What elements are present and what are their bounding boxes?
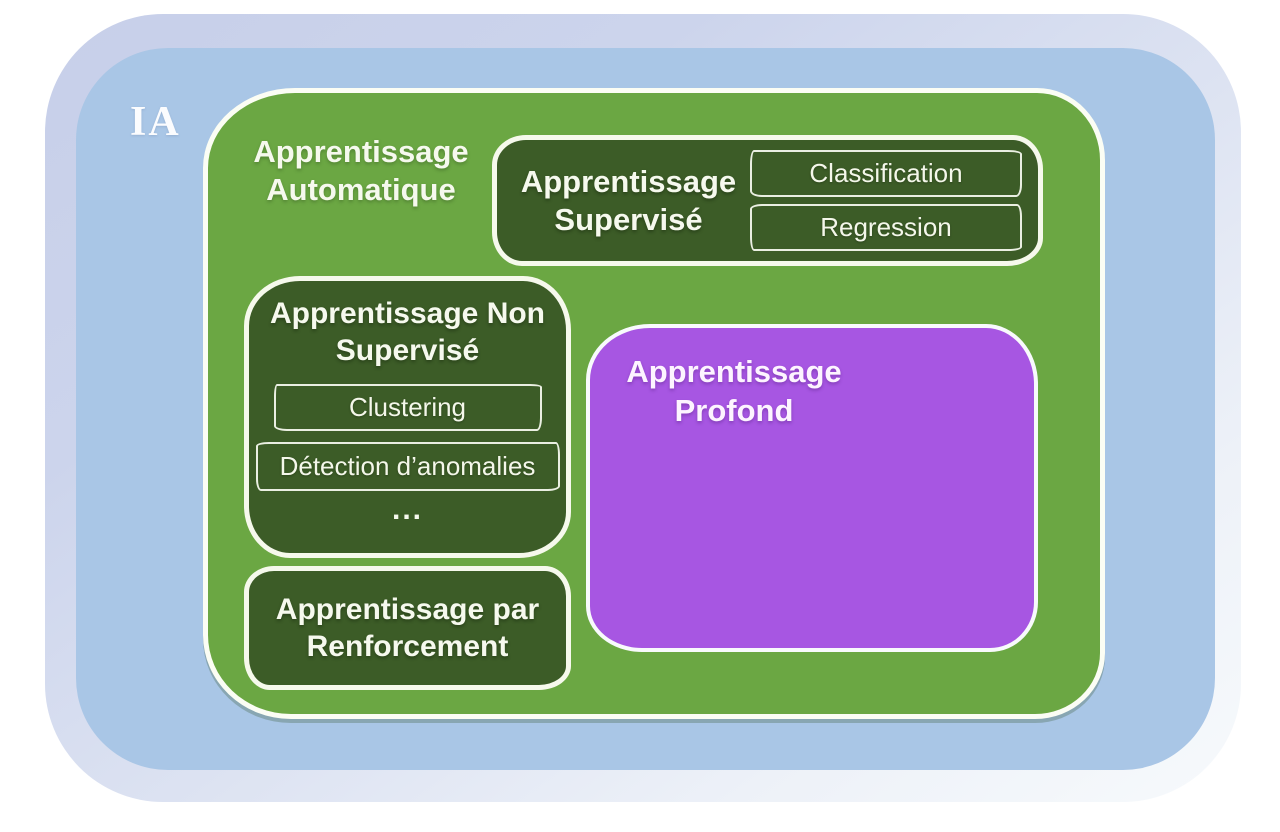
reinforcement-learning-title: Apprentissage par Renforcement (275, 593, 540, 663)
supervised-item-regression: Regression (750, 204, 1022, 251)
supervised-learning-title: Apprentissage Supervisé (520, 163, 737, 237)
machine-learning-title: Apprentissage Automatique (253, 134, 469, 207)
supervised-learning-node: Apprentissage Supervisé Classification R… (492, 135, 1043, 266)
supervised-items: Classification Regression (750, 150, 1022, 251)
reinforcement-learning-node: Apprentissage par Renforcement (244, 566, 571, 690)
unsupervised-more-ellipsis: ... (391, 493, 423, 526)
machine-learning-container: Apprentissage Automatique Apprentissage … (203, 88, 1105, 719)
deep-learning-node: Apprentissage Profond (586, 324, 1038, 652)
supervised-item-classification: Classification (750, 150, 1022, 197)
unsupervised-learning-node: Apprentissage Non Supervisé Clustering D… (244, 276, 571, 558)
unsupervised-learning-title: Apprentissage Non Supervisé (269, 297, 546, 367)
unsupervised-item-clustering: Clustering (273, 384, 542, 431)
ia-label: IA (130, 99, 181, 145)
unsupervised-item-anomaly-detection: Détection d’anomalies (255, 442, 560, 491)
deep-learning-title: Apprentissage Profond (626, 354, 842, 428)
